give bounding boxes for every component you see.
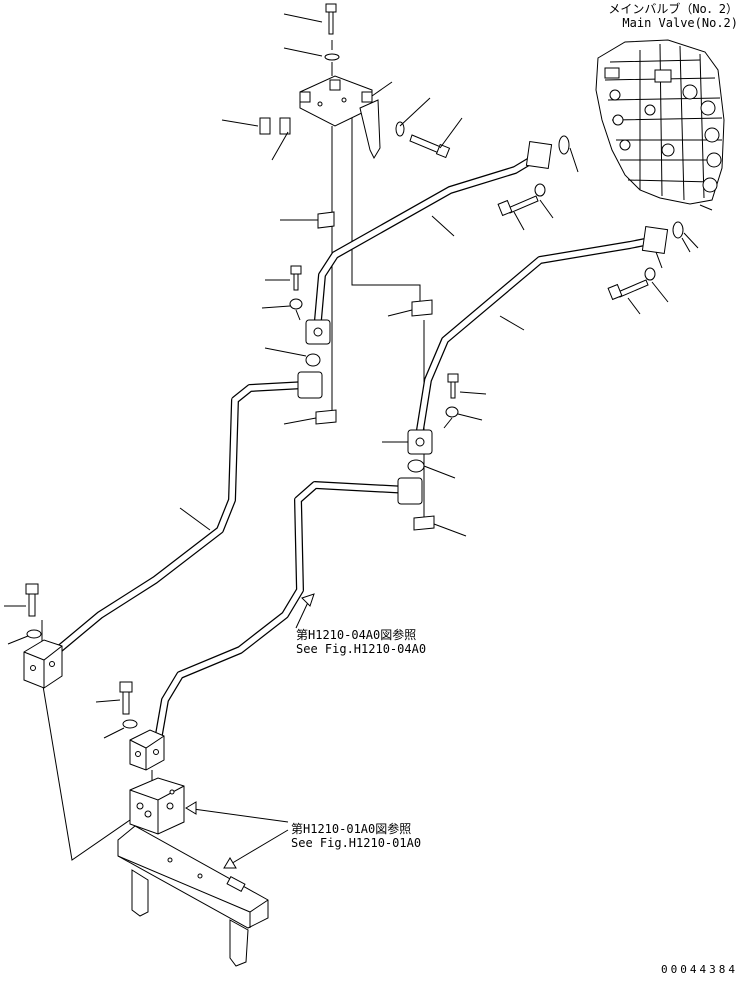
reference-1-japanese: 第H1210-04A0図参照	[296, 628, 417, 642]
reference-1-english: See Fig.H1210-04A0	[296, 642, 427, 656]
drawing-number: 00044384	[661, 963, 738, 976]
bolt-icon	[447, 373, 459, 399]
washer-icon	[644, 267, 656, 281]
reference-2-english: See Fig.H1210-01A0	[291, 836, 422, 850]
o-ring-icon	[407, 459, 425, 473]
mounting-plate-icon	[299, 75, 381, 160]
clamp-icon	[413, 515, 435, 531]
main-valve-icon	[595, 39, 725, 205]
bolt-icon	[409, 134, 451, 159]
clamp-icon	[259, 117, 271, 135]
washer-icon	[122, 719, 138, 729]
clamp-icon	[317, 211, 335, 229]
washer-icon	[324, 53, 340, 61]
reference-2-japanese: 第H1210-01A0図参照	[291, 822, 412, 836]
washer-icon	[26, 629, 42, 639]
flange-icon	[641, 226, 669, 254]
bolt-icon	[290, 265, 302, 291]
valve-block-icon	[129, 777, 185, 835]
washer-icon	[395, 121, 405, 137]
hydraulic-pipe-lower-left	[54, 381, 309, 654]
o-ring-icon	[305, 353, 321, 367]
main-valve-title-japanese: メインバルブ（No．2）	[608, 2, 738, 16]
flange-icon	[297, 371, 323, 399]
bolt-icon	[325, 3, 337, 35]
bolt-icon	[25, 583, 39, 617]
main-valve-title-english: Main Valve(No.2)	[622, 16, 738, 30]
flange-icon	[397, 477, 423, 505]
hydraulic-pipe-lower-right	[154, 481, 412, 744]
hydraulic-pipe-upper-left	[314, 151, 544, 324]
valve-block-icon	[129, 729, 165, 771]
valve-block-icon	[23, 639, 63, 689]
hydraulic-pipe-upper-right	[416, 236, 659, 434]
leader-lines	[4, 13, 691, 869]
bolt-icon	[607, 279, 649, 301]
clamp-icon	[315, 409, 337, 425]
bolt-icon	[119, 681, 133, 715]
o-ring-icon	[558, 135, 570, 155]
bracket-icon	[117, 825, 269, 967]
clamp-icon	[279, 117, 291, 135]
washer-icon	[534, 183, 546, 197]
flange-icon	[525, 141, 553, 169]
bolt-icon	[497, 195, 539, 217]
o-ring-icon	[672, 221, 684, 239]
washer-icon	[445, 406, 459, 418]
washer-icon	[289, 298, 303, 310]
clamp-icon	[411, 299, 433, 317]
